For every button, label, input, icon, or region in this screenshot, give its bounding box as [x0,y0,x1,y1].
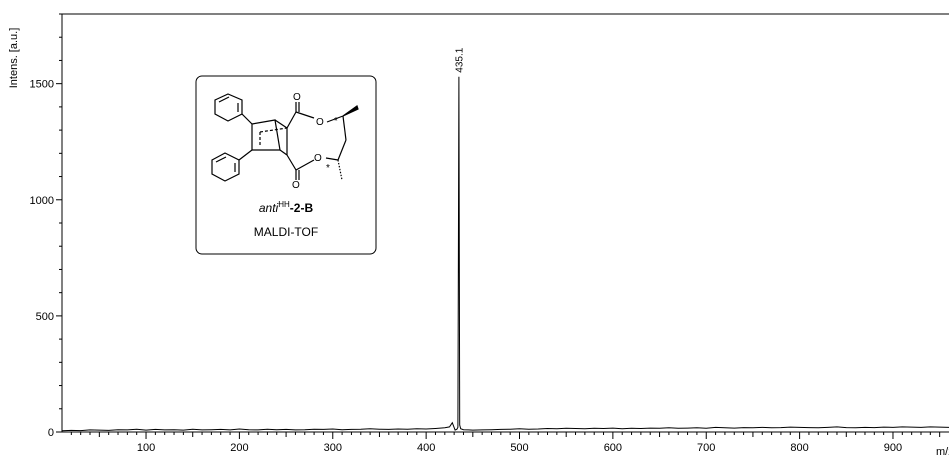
series-group [61,76,949,432]
upper-ring-double-bond-1 [218,96,230,103]
upper-ester-bond-1 [286,111,297,129]
x-tick-label: 200 [230,442,248,454]
lower-ester-bond-2 [295,159,315,171]
x-tick-label: 900 [884,442,902,454]
y-axis-ticks: 0 500 1000 1500 [30,13,62,439]
lower-ring-double-bond-1 [215,156,227,163]
x-tick-label: 400 [417,442,435,454]
lower-hashed-bond [337,159,343,181]
lower-ester-bond-3 [325,157,339,161]
x-tick-label: 600 [604,442,622,454]
method-label: MALDI-TOF [254,225,318,239]
y-axis-title: Intens. [a.u.] [8,28,20,89]
cage-edge-5 [279,149,288,156]
ring-bond-1 [342,115,347,141]
cage-bond-2 [238,149,253,161]
x-tick-label: 700 [697,442,715,454]
x-axis-ticks: 100 200 300 400 500 600 700 800 900 [70,432,941,454]
stereo-star-2: * [326,163,330,174]
lower-ester-bond-1 [286,154,297,171]
compound-label: antiHH-2-B [259,200,314,215]
atom-label-o-4: O [292,180,300,191]
compound-label-superscript: HH [278,200,290,209]
spectrum-line [61,76,949,432]
y-tick-label: 500 [36,311,54,323]
stereo-star-1: * [334,116,338,127]
x-tick-label: 100 [137,442,155,454]
molecule-drawing [211,93,359,182]
peak-label: 435.1 [454,47,465,72]
upper-wedge-bond [342,105,359,117]
atom-label-o-3: O [314,153,322,164]
compound-label-italic: anti [259,201,279,215]
cage-edge-3 [274,119,288,129]
x-tick-label: 500 [510,442,528,454]
upper-ester-bond-3 [326,115,344,123]
upper-ester-bond-2 [295,111,315,119]
axes [61,14,949,433]
cage-back-edge-1 [259,127,288,133]
y-tick-label: 1000 [30,195,54,207]
x-tick-label: 300 [324,442,342,454]
x-axis-title: m/z [936,446,949,457]
x-tick-label: 800 [790,442,808,454]
y-tick-label: 1500 [30,79,54,91]
ring-bond-2 [337,139,347,161]
y-tick-label: 0 [48,427,54,439]
compound-label-bold: -2-B [290,201,314,215]
cage-bond-1 [241,113,253,125]
annotations-group: 435.1 [454,47,465,72]
structure-inset: O O O O * * antiHH-2-B MALDI-TOF [195,75,377,255]
atom-label-o-2: O [316,117,324,128]
lower-benzene-ring [211,152,240,182]
atom-label-o-1: O [293,92,301,103]
